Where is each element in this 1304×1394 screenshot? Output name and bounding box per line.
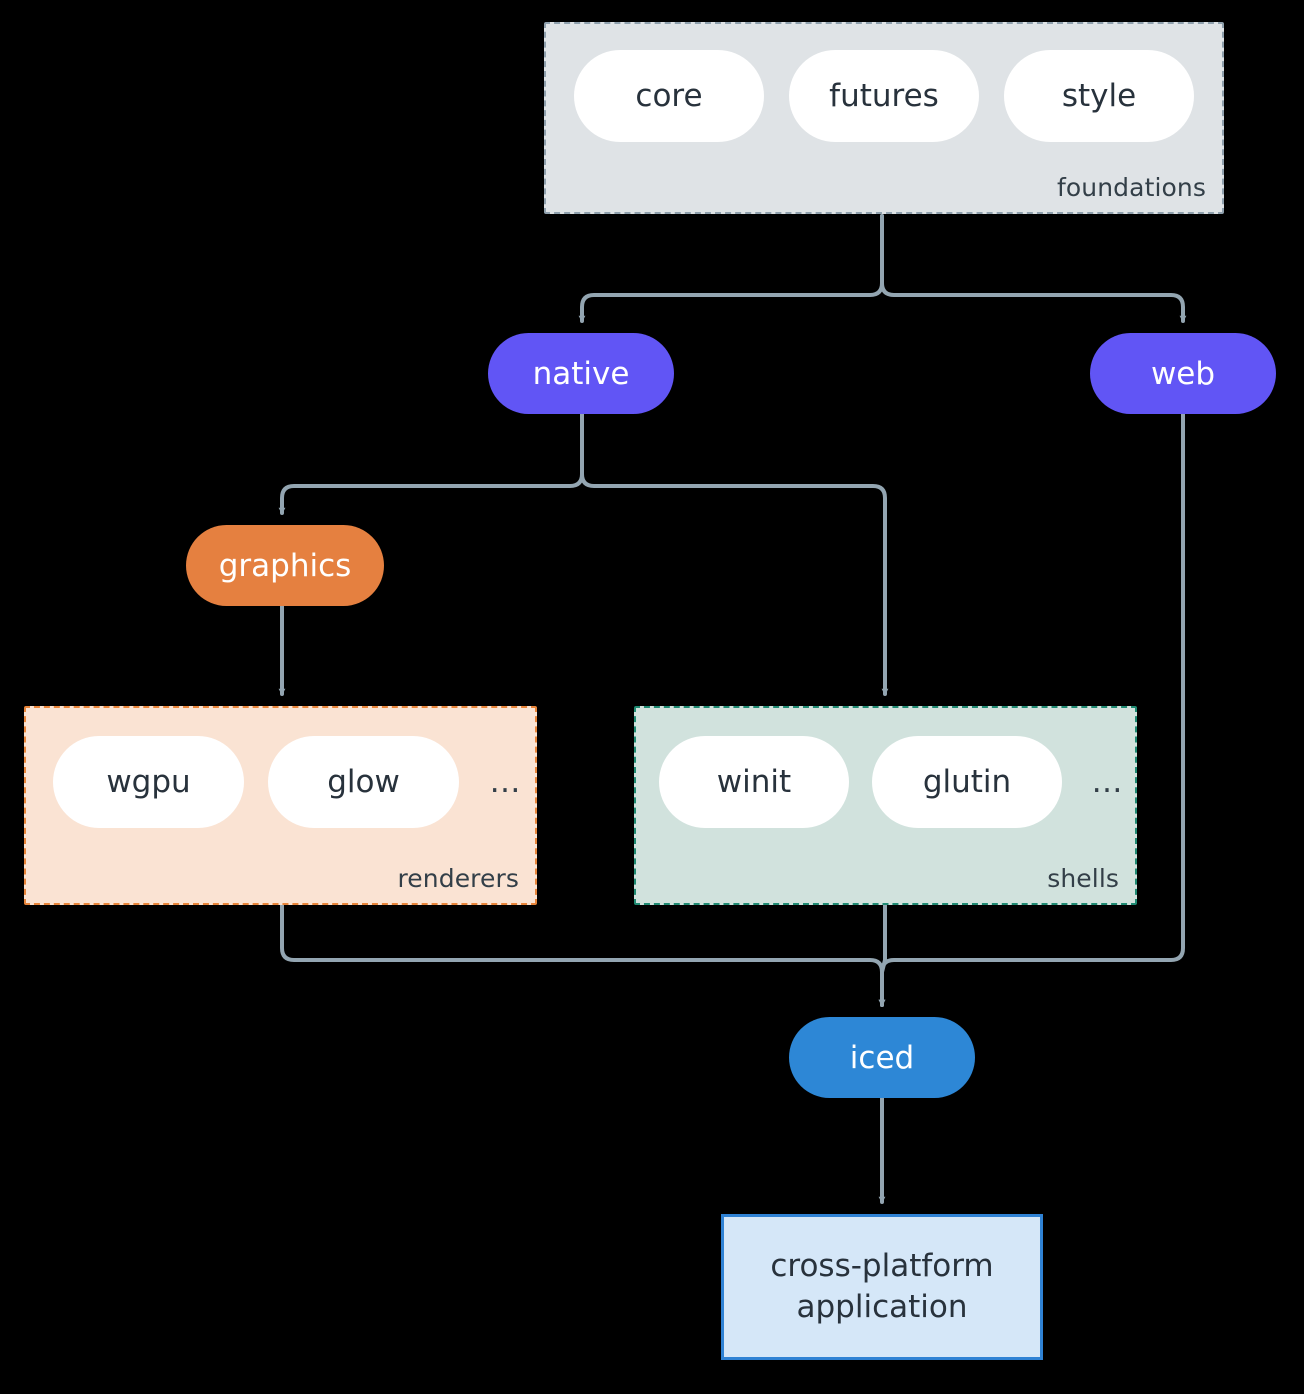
shells-ellipsis: … (1091, 763, 1123, 800)
application-line-1: cross-platform (770, 1247, 994, 1284)
edge-foundations-web (880, 214, 1187, 323)
pill-wgpu[interactable]: wgpu (53, 736, 244, 828)
cluster-label-foundations: foundations (1057, 173, 1206, 202)
pill-winit[interactable]: winit (659, 736, 849, 828)
pill-futures[interactable]: futures (789, 50, 979, 142)
cluster-renderers: wgpu glow … renderers (24, 706, 537, 905)
node-web[interactable]: web (1090, 333, 1276, 414)
application-line-2: application (796, 1289, 968, 1325)
pill-style[interactable]: style (1004, 50, 1194, 142)
cluster-shells: winit glutin … shells (634, 706, 1137, 905)
renderers-items: wgpu glow … (53, 736, 527, 828)
edge-native-graphics (278, 412, 584, 515)
pill-core[interactable]: core (574, 50, 764, 142)
edge-foundations-native (578, 214, 884, 323)
node-cross-platform-application[interactable]: cross-platform application (721, 1214, 1043, 1360)
cluster-foundations: core futures style foundations (544, 22, 1224, 214)
edge-shells-iced (878, 903, 887, 1007)
node-iced[interactable]: iced (789, 1017, 975, 1098)
pill-glow[interactable]: glow (268, 736, 459, 828)
cluster-label-shells: shells (1047, 864, 1119, 893)
node-graphics[interactable]: graphics (186, 525, 384, 606)
edge-renderers-iced (280, 903, 886, 1007)
node-native[interactable]: native (488, 333, 674, 414)
foundations-items: core futures style (574, 50, 1194, 142)
renderers-ellipsis: … (489, 763, 521, 800)
cluster-label-renderers: renderers (397, 864, 519, 893)
edge-native-shells (580, 412, 889, 696)
shells-items: winit glutin … (659, 736, 1129, 828)
pill-glutin[interactable]: glutin (872, 736, 1062, 828)
